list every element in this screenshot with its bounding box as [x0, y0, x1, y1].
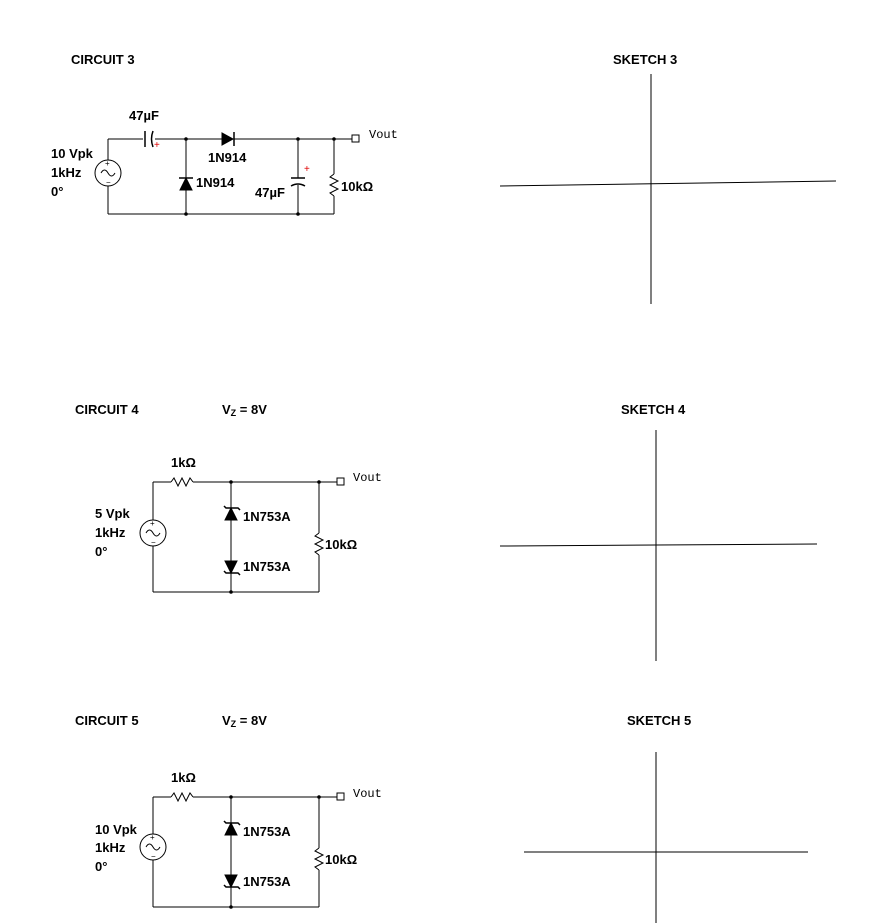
- circuit4-title: CIRCUIT 4: [75, 402, 139, 417]
- svg-text:+: +: [105, 159, 110, 168]
- vout-terminal-icon: [351, 134, 360, 143]
- zener5-bottom-label: 1N753A: [243, 874, 291, 889]
- svg-text:−: −: [151, 852, 156, 861]
- svg-text:+: +: [150, 519, 155, 528]
- source3-phase: 0°: [51, 184, 63, 199]
- source4-frequency: 1kHz: [95, 525, 126, 540]
- source4-amplitude: 5 Vpk: [95, 506, 130, 521]
- cap3-input-label: 47µF: [129, 108, 159, 123]
- source3-frequency: 1kHz: [51, 165, 82, 180]
- resistor-series-icon: [170, 791, 194, 803]
- svg-text:−: −: [151, 538, 156, 547]
- source5-amplitude: 10 Vpk: [95, 822, 138, 837]
- resistor5-load-label: 10kΩ: [325, 852, 357, 867]
- source3-amplitude: 10 Vpk: [51, 146, 94, 161]
- sine-icon: [100, 169, 116, 177]
- sketch5-axes: [524, 752, 808, 923]
- zener-bottom-icon: [224, 874, 238, 889]
- zener-top-icon: [224, 821, 238, 836]
- sketch3-title: SKETCH 3: [613, 52, 678, 67]
- source5-frequency: 1kHz: [95, 840, 126, 855]
- zener4-top-label: 1N753A: [243, 509, 291, 524]
- svg-text:+: +: [154, 140, 160, 151]
- sine-icon: [145, 529, 161, 537]
- resistor5-series-label: 1kΩ: [171, 770, 196, 785]
- sketch3-axes: [499, 74, 837, 304]
- resistor4-series-label: 1kΩ: [171, 455, 196, 470]
- sine-icon: [145, 843, 161, 851]
- sketch4-title: SKETCH 4: [621, 402, 686, 417]
- resistor4-load-label: 10kΩ: [325, 537, 357, 552]
- resistor-load-icon: [328, 173, 340, 197]
- circuit3-title: CIRCUIT 3: [71, 52, 135, 67]
- sketch4-axes: [499, 430, 818, 661]
- circuit4-vz-label: VZ = 8V: [222, 402, 267, 418]
- svg-text:+: +: [304, 164, 310, 175]
- diode3-series-label: 1N914: [208, 150, 247, 165]
- zener4-bottom-label: 1N753A: [243, 559, 291, 574]
- vout-terminal-icon: [336, 792, 345, 801]
- vout4-label: Vout: [353, 471, 382, 485]
- diode3-shunt-label: 1N914: [196, 175, 235, 190]
- vout-terminal-icon: [336, 477, 345, 486]
- diode-shunt-icon: [179, 176, 193, 191]
- resistor-series-icon: [170, 476, 194, 488]
- svg-text:−: −: [106, 178, 111, 187]
- diode-series-icon: [221, 132, 235, 146]
- sketch5-title: SKETCH 5: [627, 713, 692, 728]
- svg-text:+: +: [150, 833, 155, 842]
- source4-phase: 0°: [95, 544, 107, 559]
- resistor-load-icon: [313, 847, 325, 871]
- cap3-output-label: 47µF: [255, 185, 285, 200]
- circuit5-vz-label: VZ = 8V: [222, 713, 267, 729]
- vout3-label: Vout: [369, 128, 398, 142]
- zener-bottom-icon: [224, 560, 238, 575]
- resistor-load-icon: [313, 532, 325, 556]
- source5-phase: 0°: [95, 859, 107, 874]
- vout5-label: Vout: [353, 787, 382, 801]
- resistor3-label: 10kΩ: [341, 179, 373, 194]
- zener5-top-label: 1N753A: [243, 824, 291, 839]
- circuit5-title: CIRCUIT 5: [75, 713, 139, 728]
